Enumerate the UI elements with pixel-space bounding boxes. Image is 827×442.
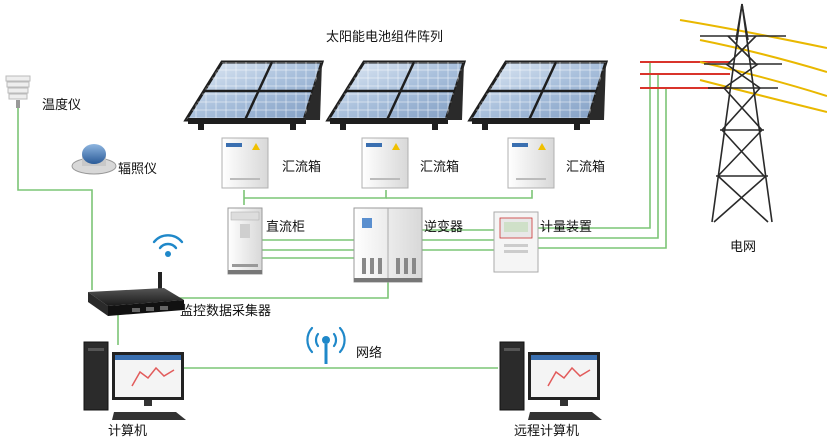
meter-grid-line: [538, 74, 659, 239]
wireless-icon: [152, 234, 184, 257]
combiner-box: [507, 137, 555, 189]
solar-panel: [183, 60, 325, 130]
combiner-box-label-1: 汇流箱: [282, 160, 322, 175]
dc-cabinet-label: 直流柜: [266, 220, 306, 235]
combiner-box-label-2: 汇流箱: [420, 160, 460, 175]
irradiance-meter-label: 辐照仪: [118, 162, 158, 177]
network-label: 网络: [356, 346, 383, 361]
inverter-label: 逆变器: [424, 220, 464, 235]
computer-workstation: [83, 341, 186, 420]
transmission-tower: [700, 3, 786, 223]
network-wireless-icon: [306, 326, 346, 364]
inverter: [353, 207, 423, 283]
combiner-box-label-3: 汇流箱: [566, 160, 606, 175]
irradiance-meter-sensor: [71, 144, 117, 175]
remote-computer-label: 远程计算机: [514, 424, 580, 439]
metering-device-label: 计量装置: [540, 220, 593, 235]
sensor-line: [17, 108, 93, 290]
collector-inverter-line: [120, 282, 389, 299]
solar-panel-array: [183, 60, 609, 130]
solar-panel: [325, 60, 467, 130]
data-collector-label: 监控数据采集器: [180, 304, 272, 319]
combiner-dc-line: [244, 190, 387, 199]
combiner-box: [221, 137, 269, 189]
combiner-dc-line: [386, 190, 533, 199]
thermometer-label: 温度仪: [42, 98, 82, 113]
grid-label: 电网: [730, 240, 757, 255]
data-collector-router: [88, 272, 184, 316]
computer-label: 计算机: [108, 424, 148, 439]
combiner-box: [361, 137, 409, 189]
thermometer-sensor: [5, 75, 31, 108]
metering-device: [493, 211, 539, 273]
grid-power-lines: [640, 19, 827, 113]
meter-grid-line: [538, 88, 667, 249]
meter-grid-line: [538, 62, 651, 229]
dc-cabinet: [227, 207, 263, 275]
solar-panel: [467, 60, 609, 130]
solar-array-label: 太阳能电池组件阵列: [326, 30, 444, 45]
remote-computer-workstation: [499, 341, 602, 420]
green-connection-lines: [17, 62, 667, 369]
